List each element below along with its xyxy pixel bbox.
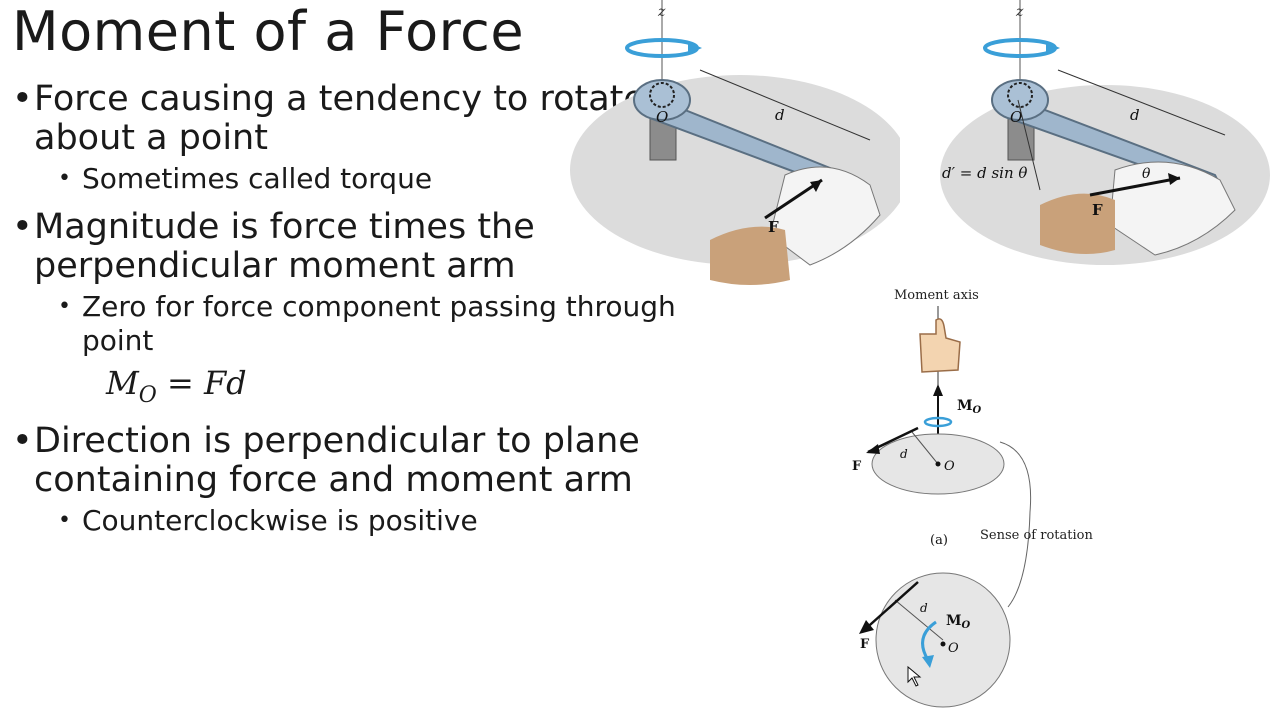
dprime-label-right: d′ = d sin θ [942,164,1027,182]
thumb-hand-icon [919,318,961,373]
sub-bullet-torque: Sometimes called torque [10,162,690,196]
sub-bullet-ccw: Counterclockwise is positive [10,504,690,538]
glove-left [769,166,881,266]
sense-connector [999,441,1032,608]
dprime-line-right [1017,99,1041,191]
d-dimension-right [1057,69,1226,136]
mo-label-top: MO [957,398,982,416]
force-arrowhead-a [866,444,880,454]
o-point-b [940,641,946,647]
o-label-right: O [1010,108,1022,126]
bullet-rotation: Force causing a tendency to rotate about… [10,80,690,158]
force-arrow-left [764,178,823,220]
z-label-left: z [657,4,666,20]
formula-sub: O [138,383,157,408]
wrench-head-right [991,79,1049,121]
f-label-left: F [768,218,779,236]
moment-arm-b [894,599,944,641]
force-arrow-right [1089,176,1181,197]
d-label-right: d [1130,106,1140,124]
moment-arm-a [911,431,939,465]
force-arrowhead-left [810,180,822,192]
wrench-figure-left: z O d F [570,0,900,285]
d-label-b: d [920,601,928,615]
moment-formula: MO = Fd [10,364,690,408]
socket-left [649,82,675,108]
o-label-left: O [656,108,668,126]
wrench-figure-right: z O d d′ = d sin θ F θ [940,0,1270,265]
arm-left [710,226,790,285]
bullet-direction: Direction is perpendicular to plane cont… [10,422,690,500]
d-label-left: d [775,106,785,124]
o-label-a: O [944,459,955,474]
bullet-list: Force causing a tendency to rotate about… [10,80,690,539]
ccw-arrow-large [921,620,937,661]
z-label-right: z [1015,4,1024,20]
force-arrowhead-b [859,620,874,634]
f-label-a: F [852,459,862,474]
formula-m: M [106,364,139,402]
mo-vector-arrowhead [933,384,943,396]
moment-axis-label: Moment axis [894,288,979,303]
rotation-arrowhead-left [688,42,702,54]
bullet-magnitude: Magnitude is force times the perpendicul… [10,208,690,286]
ccw-arrowhead-large [922,655,934,668]
formula-rest: = Fd [156,364,247,402]
wrench-head-left [633,79,691,121]
f-label-right: F [1092,201,1103,219]
arm-right [1040,193,1115,254]
sense-of-rotation-label: Sense of rotation [980,528,1093,543]
slide-title: Moment of a Force [12,0,525,63]
ccw-arrow-small [923,416,953,428]
mouse-cursor-icon [907,665,922,687]
d-label-a: d [900,447,908,461]
mo-label-b: MO [946,613,971,631]
o-point-a [935,461,941,467]
figure-a-label: (a) [930,533,948,548]
socket-right [1007,82,1033,108]
theta-label-right: θ [1142,166,1151,182]
d-dimension-left [699,69,871,141]
sub-bullet-zero: Zero for force component passing through… [10,290,690,358]
f-label-b: F [860,637,870,652]
force-arrowhead-right [1168,173,1180,185]
force-arrow-b [861,581,919,633]
rotation-figure: Moment axis MO F d O (a) Sense of rotati… [852,288,1093,708]
rotation-arrowhead-right [1046,42,1060,54]
o-label-b: O [948,641,959,656]
